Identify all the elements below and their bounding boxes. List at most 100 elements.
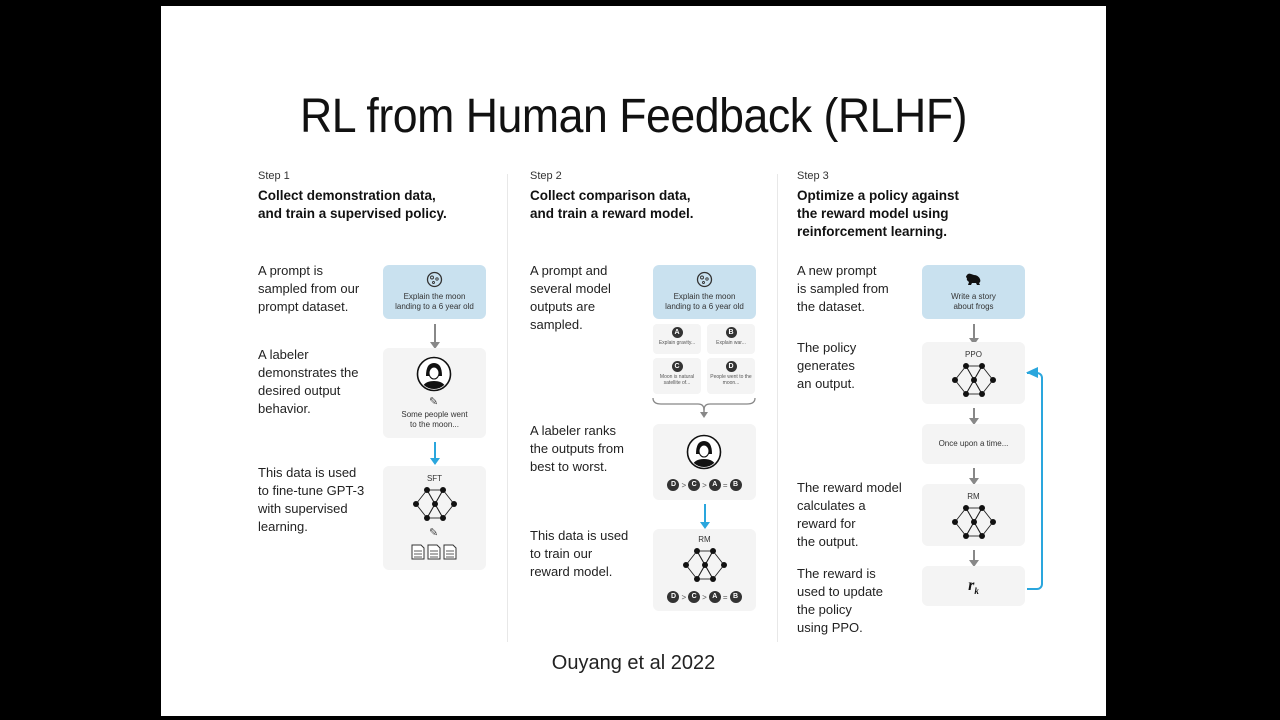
update-loop-arrow xyxy=(1027,372,1043,590)
arrow-down-blue xyxy=(430,442,440,465)
step-description: The policy generates an output. xyxy=(797,339,856,393)
desc-line: sampled from our xyxy=(258,281,360,296)
rm-model-box: RM D > C > A = B xyxy=(653,529,756,611)
heading-line: the reward model using xyxy=(797,206,949,221)
labeler-icon xyxy=(686,434,722,470)
desc-line: reward model. xyxy=(530,564,613,579)
demonstration-text: Some people went to the moon... xyxy=(383,410,486,430)
desc-line: learning. xyxy=(258,519,308,534)
output-badge: D xyxy=(725,361,737,372)
reward-symbol: rk xyxy=(922,578,1025,599)
output-text: Explain gravity... xyxy=(658,340,696,346)
labeler-icon xyxy=(416,356,452,392)
ranking-order: D > C > A = B xyxy=(653,591,756,603)
desc-line: is sampled from xyxy=(797,281,889,296)
heading-line: and train a reward model. xyxy=(530,206,694,221)
step-description: A labeler demonstrates the desired outpu… xyxy=(258,346,358,418)
column-divider xyxy=(507,174,508,642)
model-label: SFT xyxy=(426,474,443,483)
pencil-icon: ✎ xyxy=(429,527,439,539)
text-line: Explain the moon xyxy=(673,292,736,301)
step-heading: Collect demonstration data, and train a … xyxy=(258,187,447,223)
desc-line: used to update xyxy=(797,584,884,599)
neural-network-icon xyxy=(413,487,457,521)
moon-icon xyxy=(696,271,713,288)
desc-line: an output. xyxy=(797,376,855,391)
rank-operator: > xyxy=(702,480,707,490)
heading-line: and train a supervised policy. xyxy=(258,206,447,221)
arrow-down-blue xyxy=(700,504,710,529)
desc-line: several model xyxy=(530,281,611,296)
step-heading: Optimize a policy against the reward mod… xyxy=(797,187,959,241)
rank-operator: > xyxy=(681,592,687,602)
text-line: Explain the moon xyxy=(403,292,466,301)
frog-icon xyxy=(966,273,981,285)
step-description: A labeler ranks the outputs from best to… xyxy=(530,422,624,476)
step-description: A prompt and several model outputs are s… xyxy=(530,262,611,334)
slide: RL from Human Feedback (RLHF) Step 1 Col… xyxy=(161,6,1106,716)
text-line: landing to a 6 year old xyxy=(665,302,744,311)
slide-title: RL from Human Feedback (RLHF) xyxy=(299,90,968,143)
desc-line: The reward model xyxy=(797,480,902,495)
text-line: Write a story xyxy=(951,292,996,301)
ppo-policy-box: PPO xyxy=(922,342,1025,404)
neural-network-icon xyxy=(952,505,996,539)
desc-line: to fine-tune GPT-3 xyxy=(258,483,365,498)
heading-line: Collect comparison data, xyxy=(530,188,691,203)
bracket-merge-icon xyxy=(652,397,756,418)
step-label: Step 2 xyxy=(530,170,562,182)
output-box: Once upon a time... xyxy=(922,424,1025,464)
step-description: This data is used to fine-tune GPT-3 wit… xyxy=(258,464,364,536)
prompt-text: Write a story about frogs xyxy=(922,292,1025,312)
output-badge: A xyxy=(671,327,683,338)
step-description: This data is used to train our reward mo… xyxy=(530,527,628,581)
desc-line: A labeler ranks xyxy=(530,423,616,438)
desc-line: the output. xyxy=(797,534,859,549)
desc-line: calculates a xyxy=(797,498,866,513)
desc-line: A prompt and xyxy=(530,263,608,278)
output-card-a: A Explain gravity... xyxy=(653,324,701,354)
desc-line: generates xyxy=(797,358,855,373)
desc-line: demonstrates the xyxy=(258,365,359,380)
arrow-down xyxy=(430,324,440,349)
rank-badge: D xyxy=(667,591,680,603)
arrow-down xyxy=(969,468,979,485)
heading-line: Collect demonstration data, xyxy=(258,188,436,203)
arrow-down xyxy=(969,408,979,425)
desc-line: behavior. xyxy=(258,401,311,416)
desc-line: A new prompt xyxy=(797,263,877,278)
desc-line: using PPO. xyxy=(797,620,863,635)
model-label: RM xyxy=(967,492,980,501)
pencil-icon: ✎ xyxy=(429,396,439,408)
text-line: landing to a 6 year old xyxy=(395,302,474,311)
desc-line: A labeler xyxy=(258,347,309,362)
desc-line: prompt dataset. xyxy=(258,299,349,314)
arrowhead-left-icon xyxy=(1026,367,1038,378)
rank-operator: = xyxy=(722,480,728,490)
neural-network-icon xyxy=(683,548,727,582)
desc-line: reward for xyxy=(797,516,856,531)
output-card-b: B Explain war... xyxy=(707,324,755,354)
prompt-box: Explain the moon landing to a 6 year old xyxy=(383,265,486,319)
reward-subscript: k xyxy=(974,586,979,597)
output-text: Moon is natural satellite of... xyxy=(659,374,695,386)
heading-line: reinforcement learning. xyxy=(797,224,948,239)
output-card-d: D People went to the moon... xyxy=(707,358,755,394)
model-label: PPO xyxy=(965,350,982,359)
desc-line: the policy xyxy=(797,602,852,617)
reward-box: rk xyxy=(922,566,1025,606)
step-label: Step 3 xyxy=(797,170,829,182)
output-text: Explain war... xyxy=(716,340,746,346)
moon-icon xyxy=(426,271,443,288)
desc-line: outputs are xyxy=(530,299,596,314)
step-description: The reward model calculates a reward for… xyxy=(797,479,902,551)
text-line: about frogs xyxy=(953,302,994,311)
rank-badge: B xyxy=(729,479,742,491)
output-badge: C xyxy=(671,361,683,372)
desc-line: with supervised xyxy=(258,501,348,516)
text-line: Some people went xyxy=(401,410,468,419)
step-description: A prompt is sampled from our prompt data… xyxy=(258,262,359,316)
arrow-down xyxy=(969,324,979,345)
rank-badge: B xyxy=(729,591,742,603)
desc-line: the dataset. xyxy=(797,299,865,314)
